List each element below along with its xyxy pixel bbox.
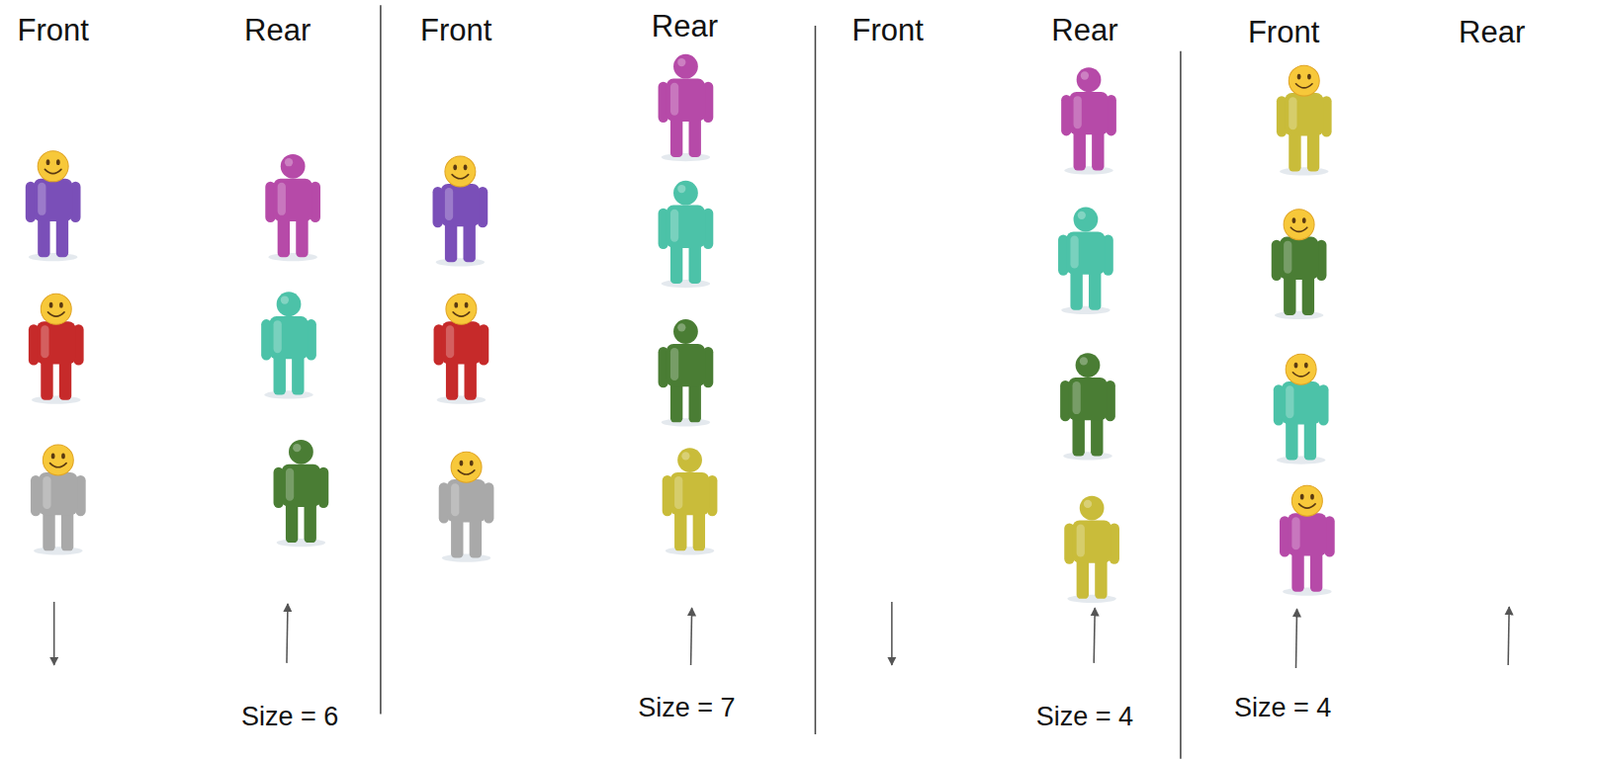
smiley-face [450, 451, 482, 483]
queue-end-label: Front [16, 13, 89, 48]
person-figure [1058, 207, 1114, 315]
panel-divider [814, 25, 817, 735]
smiley-face [1283, 209, 1315, 241]
panel-divider [379, 4, 382, 714]
size-label: Size = 7 [637, 695, 735, 725]
person-figure [662, 447, 718, 555]
person-figure [658, 319, 714, 427]
person-figure [658, 54, 714, 162]
direction-arrow [691, 608, 693, 666]
person-figure [1061, 67, 1117, 175]
queue-end-label: Rear [651, 9, 718, 44]
direction-arrow [53, 602, 56, 666]
queue-end-label: Rear [1051, 13, 1118, 48]
smiley-face [1288, 65, 1320, 96]
person-figure [273, 440, 330, 547]
size-label: Size = 4 [1234, 695, 1332, 725]
smiley-face [1291, 485, 1323, 517]
smiley-face [1285, 354, 1317, 385]
queue-end-label: Rear [244, 13, 311, 48]
direction-arrow [1093, 608, 1095, 664]
size-label: Size = 6 [241, 703, 339, 733]
panel-divider [1179, 51, 1182, 759]
smiley-face [42, 444, 74, 476]
queue-end-label: Front [852, 13, 924, 48]
direction-arrow [890, 602, 893, 666]
queue-end-label: Rear [1458, 15, 1525, 50]
size-label: Size = 4 [1036, 703, 1134, 733]
direction-arrow [286, 604, 288, 664]
smiley-face [40, 293, 72, 325]
smiley-face [37, 151, 69, 182]
person-figure [261, 291, 317, 399]
smiley-face [445, 293, 477, 325]
smiley-face [444, 156, 476, 187]
person-figure [265, 154, 321, 262]
direction-arrow [1508, 607, 1510, 666]
queue-end-label: Front [420, 13, 492, 48]
queue-end-label: Front [1247, 15, 1320, 50]
person-figure [658, 180, 714, 288]
person-figure [1060, 353, 1116, 460]
direction-arrow [1295, 609, 1297, 669]
person-figure [1064, 496, 1120, 604]
